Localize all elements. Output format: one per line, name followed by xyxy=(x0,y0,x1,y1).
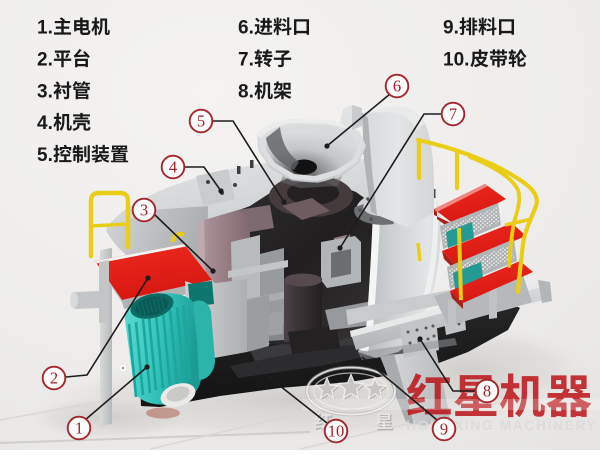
svg-text:7: 7 xyxy=(449,105,457,124)
svg-text:2.: 2. xyxy=(37,50,53,71)
svg-text:8: 8 xyxy=(483,382,491,401)
svg-text:6.: 6. xyxy=(238,18,254,39)
svg-text:6: 6 xyxy=(393,77,401,96)
svg-text:8.: 8. xyxy=(238,82,254,103)
svg-text:4.: 4. xyxy=(37,113,53,134)
svg-text:3: 3 xyxy=(140,201,148,220)
svg-text:1: 1 xyxy=(75,419,83,438)
svg-text:5.: 5. xyxy=(37,145,53,166)
svg-text:10: 10 xyxy=(328,422,345,441)
svg-text:1.: 1. xyxy=(37,18,53,39)
svg-text:9.: 9. xyxy=(443,18,459,39)
svg-text:5: 5 xyxy=(197,112,205,131)
svg-text:9: 9 xyxy=(440,420,448,439)
svg-text:2: 2 xyxy=(50,369,58,388)
svg-text:4: 4 xyxy=(169,158,177,177)
svg-text:3.: 3. xyxy=(37,82,53,103)
svg-text:10.: 10. xyxy=(443,50,469,71)
svg-text:7.: 7. xyxy=(238,50,254,71)
